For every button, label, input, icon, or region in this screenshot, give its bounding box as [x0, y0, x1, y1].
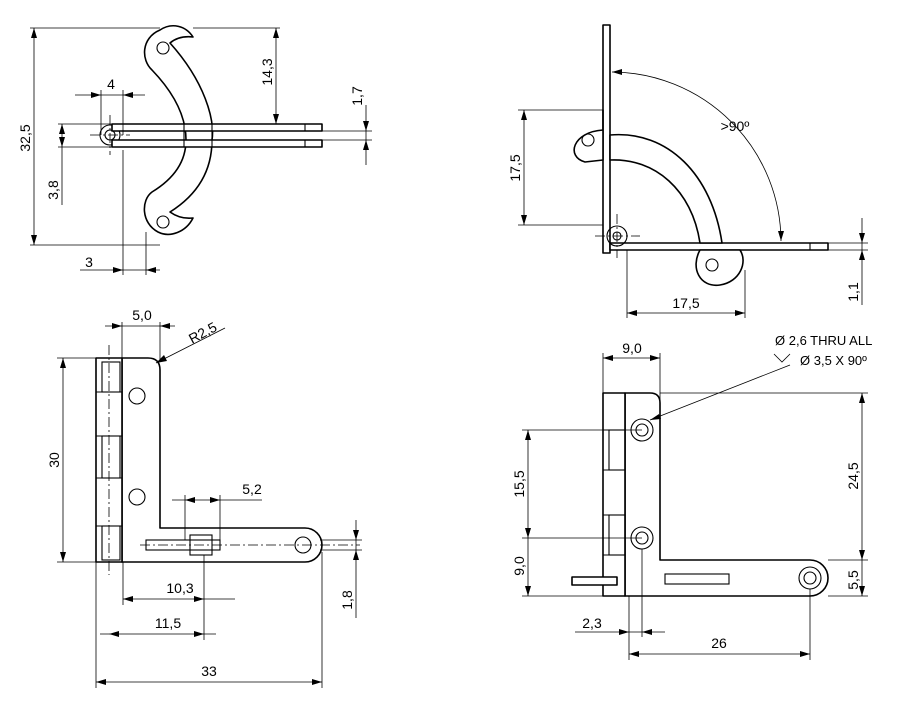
- l-plate: [624, 392, 829, 597]
- view-top-right: 17,5 17,5 >90º 1,1: [507, 24, 868, 318]
- curved-arm: [573, 109, 604, 163]
- dim-height: 24,5: [845, 462, 861, 489]
- curved-arm: [143, 25, 214, 236]
- hole-upper: [581, 133, 595, 147]
- pin: [571, 576, 618, 586]
- dim-bottom-offset: 5,5: [845, 570, 861, 590]
- dim-height: 17,5: [507, 154, 523, 181]
- view-bottom-right: 9,0 Ø 2,6 THRU ALL Ø 3,5 X 90º 15,5 9,0 …: [511, 333, 872, 660]
- dim-hole-spacing: 15,5: [511, 470, 527, 497]
- dim-overall-width: 33: [201, 663, 217, 679]
- hole-upper: [128, 387, 146, 405]
- l-plate: [121, 357, 323, 563]
- view-top-left: 32,5 14,3 4 1,7 3,8 3: [17, 25, 372, 275]
- dim-thickness: 1,8: [339, 590, 355, 610]
- dim-bottom-width: 3: [85, 254, 93, 270]
- dim-slot-end: 11,5: [155, 615, 181, 631]
- dim-upper-length: 14,3: [259, 58, 275, 85]
- dim-hole-edge: 2,3: [582, 615, 602, 631]
- dim-width: 17,5: [672, 295, 699, 311]
- vertical-leaf: [602, 24, 611, 254]
- hole-lower: [128, 488, 146, 506]
- hole-upper: [156, 41, 170, 55]
- hole-lower: [705, 258, 719, 272]
- dim-leaf-thickness: 1,7: [349, 86, 365, 106]
- dim-radius: R2,5: [186, 318, 220, 346]
- knuckle-strip: [602, 392, 626, 597]
- leaf-upper: [111, 123, 323, 132]
- dim-angle: >90º: [721, 118, 750, 134]
- dim-overall-height: 32,5: [17, 124, 33, 151]
- dim-slot-offset: 10,3: [166, 580, 193, 596]
- view-bottom-left: 5,0 R2,5 5,2 30 10,3 11,5: [46, 307, 362, 688]
- callout-thru-all: Ø 2,6 THRU ALL: [775, 333, 872, 348]
- dim-width: 9,0: [622, 340, 642, 356]
- horizontal-leaf: [609, 242, 829, 251]
- slot: [664, 573, 730, 585]
- hole-lower: [156, 215, 170, 229]
- leaf-lower: [111, 139, 323, 148]
- dim-hole-center: 26: [711, 635, 727, 651]
- dim-height: 30: [46, 452, 62, 468]
- dim-thickness: 1,1: [845, 282, 861, 302]
- callout-countersink: Ø 3,5 X 90º: [800, 353, 867, 368]
- dim-lower-height: 9,0: [511, 556, 527, 576]
- dim-slot-width: 5,2: [242, 481, 262, 497]
- dim-top-width: 5,0: [132, 307, 152, 323]
- lower-lug: [695, 249, 744, 286]
- dim-lower-offset: 3,8: [45, 180, 61, 200]
- dim-pin-width: 4: [107, 76, 115, 92]
